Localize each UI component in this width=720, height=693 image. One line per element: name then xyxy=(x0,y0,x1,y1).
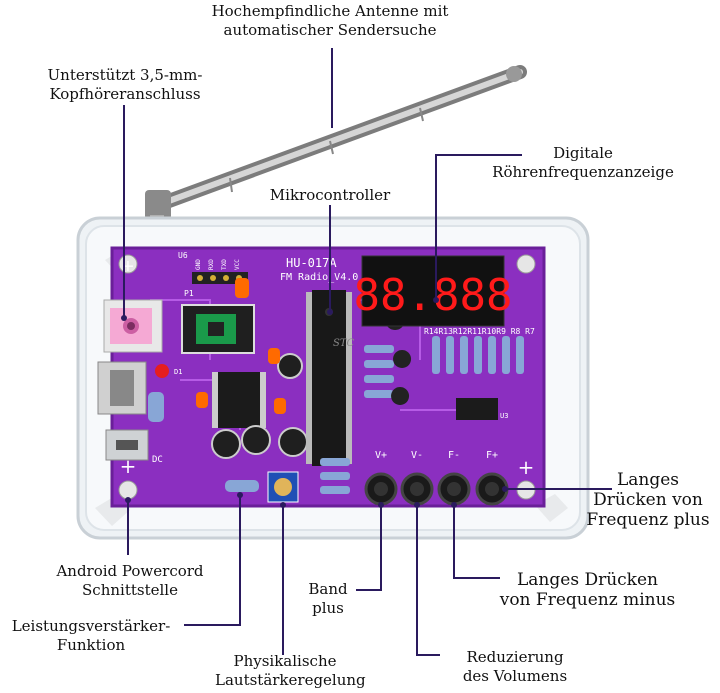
button-labels: V+ V- F- F+ xyxy=(375,450,498,461)
svg-text:GND: GND xyxy=(195,259,202,270)
svg-text:TXD: TXD xyxy=(221,259,228,270)
label-headphone: Unterstützt 3,5-mm- Kopfhöreranschluss xyxy=(47,66,203,103)
ic-label: U6 xyxy=(178,251,188,260)
label-microcontroller: Mikrocontroller xyxy=(269,186,391,204)
button-label-fminus: F- xyxy=(448,450,460,461)
label-power-cord: Android Powercord Schnittstelle xyxy=(56,562,204,599)
label-freq-minus: Langes Drücken von Frequenz minus xyxy=(499,570,676,610)
board-version: FM Radio_V4.0 xyxy=(280,272,358,283)
pcb-board: + + + xyxy=(97,246,546,508)
label-freq-plus: Langes Drücken von Frequenz plus xyxy=(586,470,710,530)
callout-lines xyxy=(123,48,612,656)
display-digits: 88.888 xyxy=(354,270,513,321)
svg-text:RXD: RXD xyxy=(208,259,215,270)
label-volume-down: Reduzierung des Volumens xyxy=(462,648,568,685)
board-model: HU-017A xyxy=(286,256,337,270)
svg-text:VCC: VCC xyxy=(234,259,241,270)
label-antenna: Hochempfindliche Antenne mit automatisch… xyxy=(211,2,449,39)
pin-labels: GND RXD TXD VCC xyxy=(195,259,241,270)
label-band-plus: Band plus xyxy=(308,580,348,617)
svg-text:+: + xyxy=(518,455,535,479)
label-display: Digitale Röhrenfrequenzanzeige xyxy=(492,144,674,181)
dc-label: DC xyxy=(152,455,163,465)
label-amplifier: Leistungsverstärker- Funktion xyxy=(11,617,171,654)
label-volume-control: Physikalische Lautstärkeregelung xyxy=(215,652,366,689)
chip-mark: STC xyxy=(333,338,355,349)
led-label: D1 xyxy=(174,368,182,376)
button-label-vplus: V+ xyxy=(375,450,387,461)
callout-dots xyxy=(121,297,508,508)
button-label-vminus: V- xyxy=(411,450,423,461)
header-label: P1 xyxy=(184,289,194,298)
button-label-fplus: F+ xyxy=(486,450,498,461)
ic-label-u3: U3 xyxy=(500,412,508,420)
resistor-labels: R14R13R12R11R10R9 R8 R7 xyxy=(424,327,535,336)
